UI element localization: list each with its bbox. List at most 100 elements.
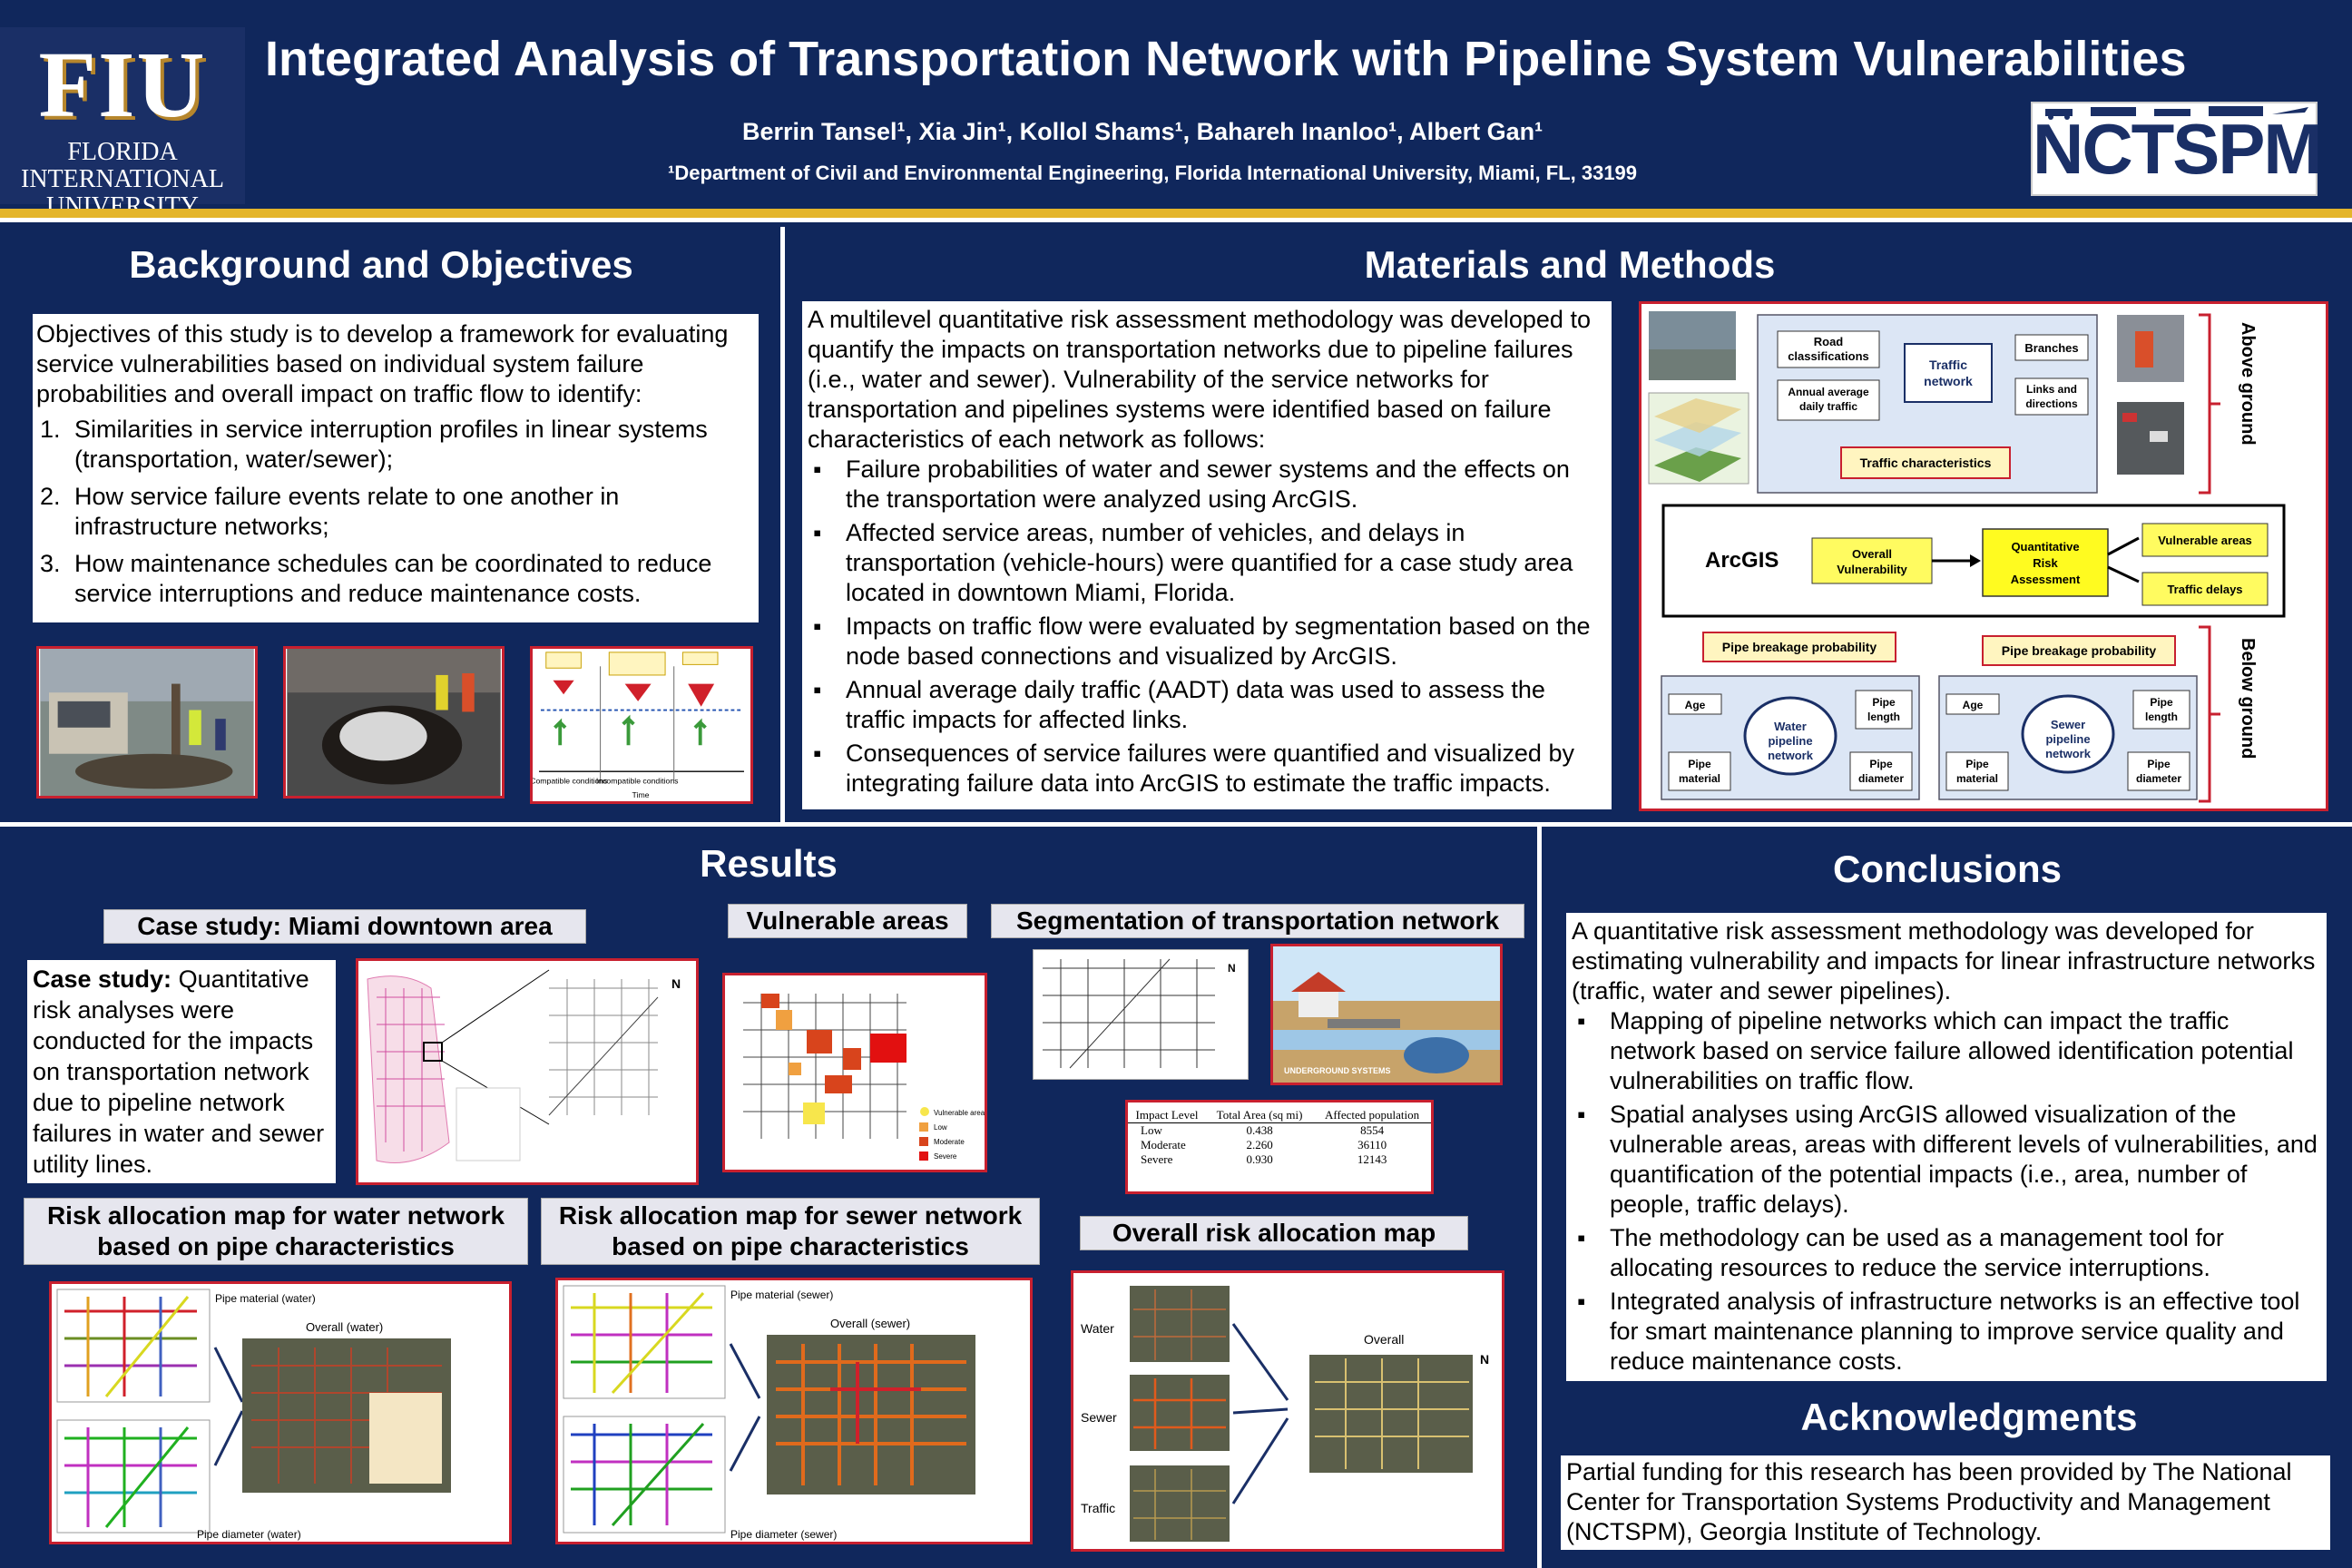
overall-map-water: Water <box>1081 1321 1114 1336</box>
timeline-incompatible: Incompatible conditions <box>596 777 679 786</box>
overall-risk-map: Water Sewer Traffic Overall N <box>1071 1270 1504 1552</box>
sewer-map-bottom: Pipe diameter (sewer) <box>730 1528 837 1541</box>
case-study-label: Case study: Miami downtown area <box>103 909 586 944</box>
flow-traffic-network-1: Traffic <box>1929 358 1967 372</box>
methods-item: Annual average daily traffic (AADT) data… <box>808 675 1606 735</box>
transport-icons-strip <box>2045 106 2308 120</box>
case-study-text: Quantitative risk analyses were conducte… <box>33 965 325 1178</box>
flow-branches: Branches <box>2024 341 2078 355</box>
conclusion-item: Spatial analyses using ArcGIS allowed vi… <box>1572 1100 2321 1220</box>
divider-vertical-bottom <box>1537 826 1542 1568</box>
underground-systems-image: UNDERGROUND SYSTEMS <box>1270 944 1503 1085</box>
water-risk-map: Pipe material (water) Pipe diameter (wat… <box>49 1281 512 1544</box>
flow-qra-1: Quantitative <box>2011 540 2079 554</box>
objective-item: 2.How service failure events relate to o… <box>40 483 620 540</box>
flow-sewer-length-1: Pipe <box>2150 696 2173 709</box>
case-study-map: N <box>356 958 699 1185</box>
table-cell: 0.438 <box>1246 1123 1273 1137</box>
flow-road-class-2: classifications <box>1788 349 1869 363</box>
ack-box: Partial funding for this research has be… <box>1561 1455 2330 1550</box>
flow-overall-vuln-1: Overall <box>1852 547 1892 561</box>
divider-horizontal <box>0 822 2352 827</box>
methods-intro: A multilevel quantitative risk assessmen… <box>808 306 1591 453</box>
flow-sewer-material-1: Pipe <box>1965 758 1989 770</box>
case-study-map-svg: N <box>358 961 696 1182</box>
flow-water-net-1: Water <box>1774 720 1807 733</box>
case-study-box: Case study: Quantitative risk analyses w… <box>27 960 336 1183</box>
flow-pipe-break-water: Pipe breakage probability <box>1722 640 1877 654</box>
impact-table-header-cell: Impact Level <box>1128 1108 1206 1123</box>
flow-traffic-char: Traffic characteristics <box>1860 456 1992 470</box>
table-cell: Moderate <box>1141 1138 1186 1152</box>
flow-aadt-1: Annual average <box>1788 386 1869 398</box>
water-map-top: Pipe material (water) <box>215 1292 316 1305</box>
water-map-bottom: Pipe diameter (water) <box>197 1528 301 1541</box>
flow-water-age: Age <box>1685 699 1706 711</box>
methods-item: Impacts on traffic flow were evaluated b… <box>808 612 1606 671</box>
table-row: Moderate 2.260 36110 <box>1128 1138 1431 1152</box>
fiu-logo-mark: FIU <box>38 33 207 137</box>
table-row: Low 0.438 8554 <box>1128 1123 1431 1139</box>
flow-qra-3: Assessment <box>2011 573 2081 586</box>
objective-item: 3.How maintenance schedules can be coord… <box>40 550 712 607</box>
objectives-list: 1.Similarities in service interruption p… <box>36 415 755 609</box>
vuln-legend-3: Severe <box>934 1152 957 1161</box>
water-risk-map-svg: Pipe material (water) Pipe diameter (wat… <box>52 1284 509 1542</box>
overall-map-overall: Overall <box>1364 1332 1404 1347</box>
flow-sewer-diameter-2: diameter <box>2136 772 2181 785</box>
segmentation-north: N <box>1228 962 1236 975</box>
impact-table-header: Impact Level Total Area (sq mi) Affected… <box>1128 1108 1431 1123</box>
underground-systems-svg: UNDERGROUND SYSTEMS <box>1273 946 1500 1083</box>
background-title: Background and Objectives <box>129 243 633 286</box>
poster-header <box>0 0 2352 211</box>
conclusions-box: A quantitative risk assessment methodolo… <box>1566 913 2327 1381</box>
flow-sewer-net-3: network <box>2045 747 2092 760</box>
vulnerable-areas-label: Vulnerable areas <box>728 904 967 938</box>
flow-sewer-diameter-1: Pipe <box>2147 758 2171 770</box>
table-cell: 8554 <box>1360 1123 1385 1137</box>
segmentation-network-map: N <box>1033 949 1249 1080</box>
flow-qra-2: Risk <box>2033 556 2058 570</box>
case-study-bold: Case study: <box>33 965 172 993</box>
methodology-flow-svg: Road classifications Annual average dail… <box>1642 304 2326 808</box>
methods-item: Affected service areas, number of vehicl… <box>808 518 1606 608</box>
impact-table-header-cell: Affected population <box>1313 1108 1431 1123</box>
overall-map-north: N <box>1480 1352 1489 1367</box>
flow-sewer-material-2: material <box>1956 772 1998 785</box>
table-cell: Low <box>1141 1123 1162 1137</box>
methods-item: Failure probabilities of water and sewer… <box>808 455 1606 514</box>
flow-water-net-2: pipeline <box>1768 734 1812 748</box>
methods-title: Materials and Methods <box>1364 243 1776 286</box>
objectives-intro: Objectives of this study is to develop a… <box>36 320 729 407</box>
vuln-legend-2: Moderate <box>934 1138 965 1146</box>
table-cell: Severe <box>1141 1152 1173 1166</box>
sewer-risk-map: Pipe material (sewer) Pipe diameter (sew… <box>555 1278 1033 1544</box>
flow-water-net-3: network <box>1768 749 1814 762</box>
overall-map-sewer: Sewer <box>1081 1410 1117 1425</box>
header-gold-bar <box>0 209 2352 218</box>
flow-arcgis: ArcGIS <box>1705 548 1779 573</box>
failure-timeline-svg: Compatible conditions Incompatible condi… <box>533 649 750 801</box>
flow-water-material-2: material <box>1679 772 1720 785</box>
flow-water-length-2: length <box>1867 710 1900 723</box>
flow-sewer-net-2: pipeline <box>2045 732 2090 746</box>
table-cell: 36110 <box>1357 1138 1387 1152</box>
methodology-flow-diagram: Road classifications Annual average dail… <box>1639 301 2328 811</box>
table-cell: 12143 <box>1357 1152 1387 1166</box>
fiu-logo: FIU FLORIDA INTERNATIONAL UNIVERSITY <box>0 27 245 220</box>
poster-affiliation: ¹Department of Civil and Environmental E… <box>668 162 1638 184</box>
fiu-logo-line2: INTERNATIONAL <box>21 165 224 193</box>
seg-underground-label: UNDERGROUND SYSTEMS <box>1284 1066 1391 1075</box>
methods-list: Failure probabilities of water and sewer… <box>808 455 1606 799</box>
impact-table-header-cell: Total Area (sq mi) <box>1205 1108 1314 1123</box>
sewer-risk-label: Risk allocation map for sewer network ba… <box>541 1198 1040 1265</box>
water-map-mid: Overall (water) <box>306 1320 383 1334</box>
fiu-logo-line1: FLORIDA <box>67 138 178 166</box>
failure-timeline-diagram: Compatible conditions Incompatible condi… <box>530 646 753 804</box>
header-white-bar <box>0 218 2352 222</box>
overall-map-traffic: Traffic <box>1081 1501 1115 1515</box>
flow-sewer-age: Age <box>1963 699 1984 711</box>
flow-road-class-1: Road <box>1814 335 1844 348</box>
overall-risk-map-svg: Water Sewer Traffic Overall N <box>1073 1273 1502 1549</box>
timeline-compatible: Compatible conditions <box>533 777 608 786</box>
